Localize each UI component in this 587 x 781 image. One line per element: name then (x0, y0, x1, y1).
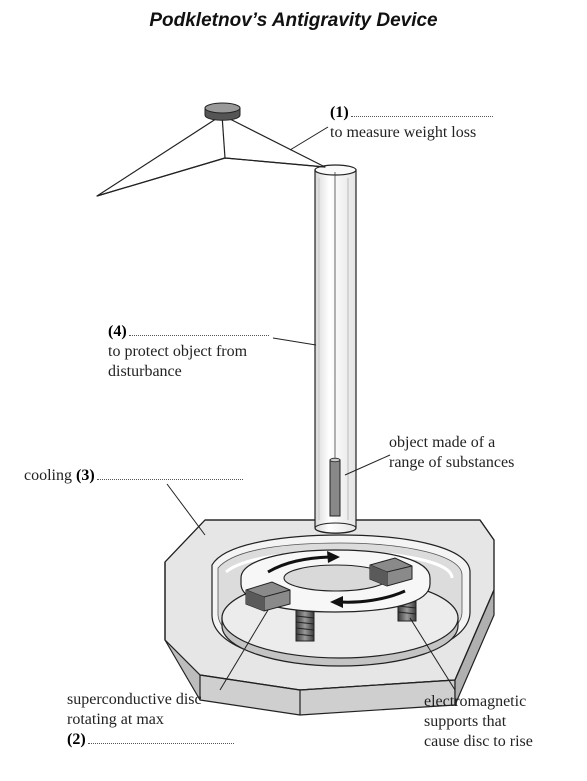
label-disc-number: (2) (67, 731, 86, 748)
answer-blank-4[interactable] (128, 335, 269, 336)
label-tube-number: (4) (108, 323, 127, 340)
label-tube: (4) to protect object from disturbance (108, 322, 269, 382)
leader-balance (289, 126, 329, 151)
leader-supports (409, 617, 456, 691)
label-supports: electromagnetic supports that cause disc… (424, 692, 533, 752)
label-object-line2: range of substances (389, 454, 515, 471)
label-supports-line1: electromagnetic (424, 693, 527, 710)
label-cooling-number: (3) (76, 467, 95, 484)
label-cooling: cooling (3) (24, 466, 243, 486)
answer-blank-3[interactable] (96, 479, 243, 480)
leader-lines (166, 126, 456, 691)
leader-object (344, 454, 391, 476)
magnet-block-left (245, 581, 291, 612)
label-tube-line2: disturbance (108, 363, 182, 380)
leader-tube (272, 337, 317, 346)
answer-blank-1[interactable] (350, 116, 493, 117)
answer-blank-2[interactable] (87, 743, 234, 744)
label-object-line1: object made of a (389, 434, 496, 451)
rotating-ring (240, 549, 431, 613)
label-tube-line1: to protect object from (108, 343, 248, 360)
label-balance-text: to measure weight loss (330, 124, 477, 141)
label-disc-line1: superconductive disc (67, 691, 202, 708)
leader-cooling (166, 483, 206, 536)
label-disc: superconductive disc rotating at max (2) (67, 690, 234, 750)
label-cooling-prefix: cooling (24, 467, 72, 484)
label-disc-line2: rotating at max (67, 711, 164, 728)
magnet-block-right (369, 557, 413, 587)
label-supports-line3: cause disc to rise (424, 733, 533, 750)
balance-arm (96, 114, 326, 197)
balance-weight (204, 102, 241, 121)
diagram-title: Podkletnov’s Antigravity Device (149, 10, 438, 31)
test-object (329, 172, 341, 517)
label-supports-line2: supports that (424, 713, 507, 730)
label-object: object made of a range of substances (389, 433, 514, 473)
label-balance-number: (1) (330, 104, 349, 121)
label-balance: (1) to measure weight loss (330, 103, 493, 143)
leader-disc (219, 609, 269, 691)
